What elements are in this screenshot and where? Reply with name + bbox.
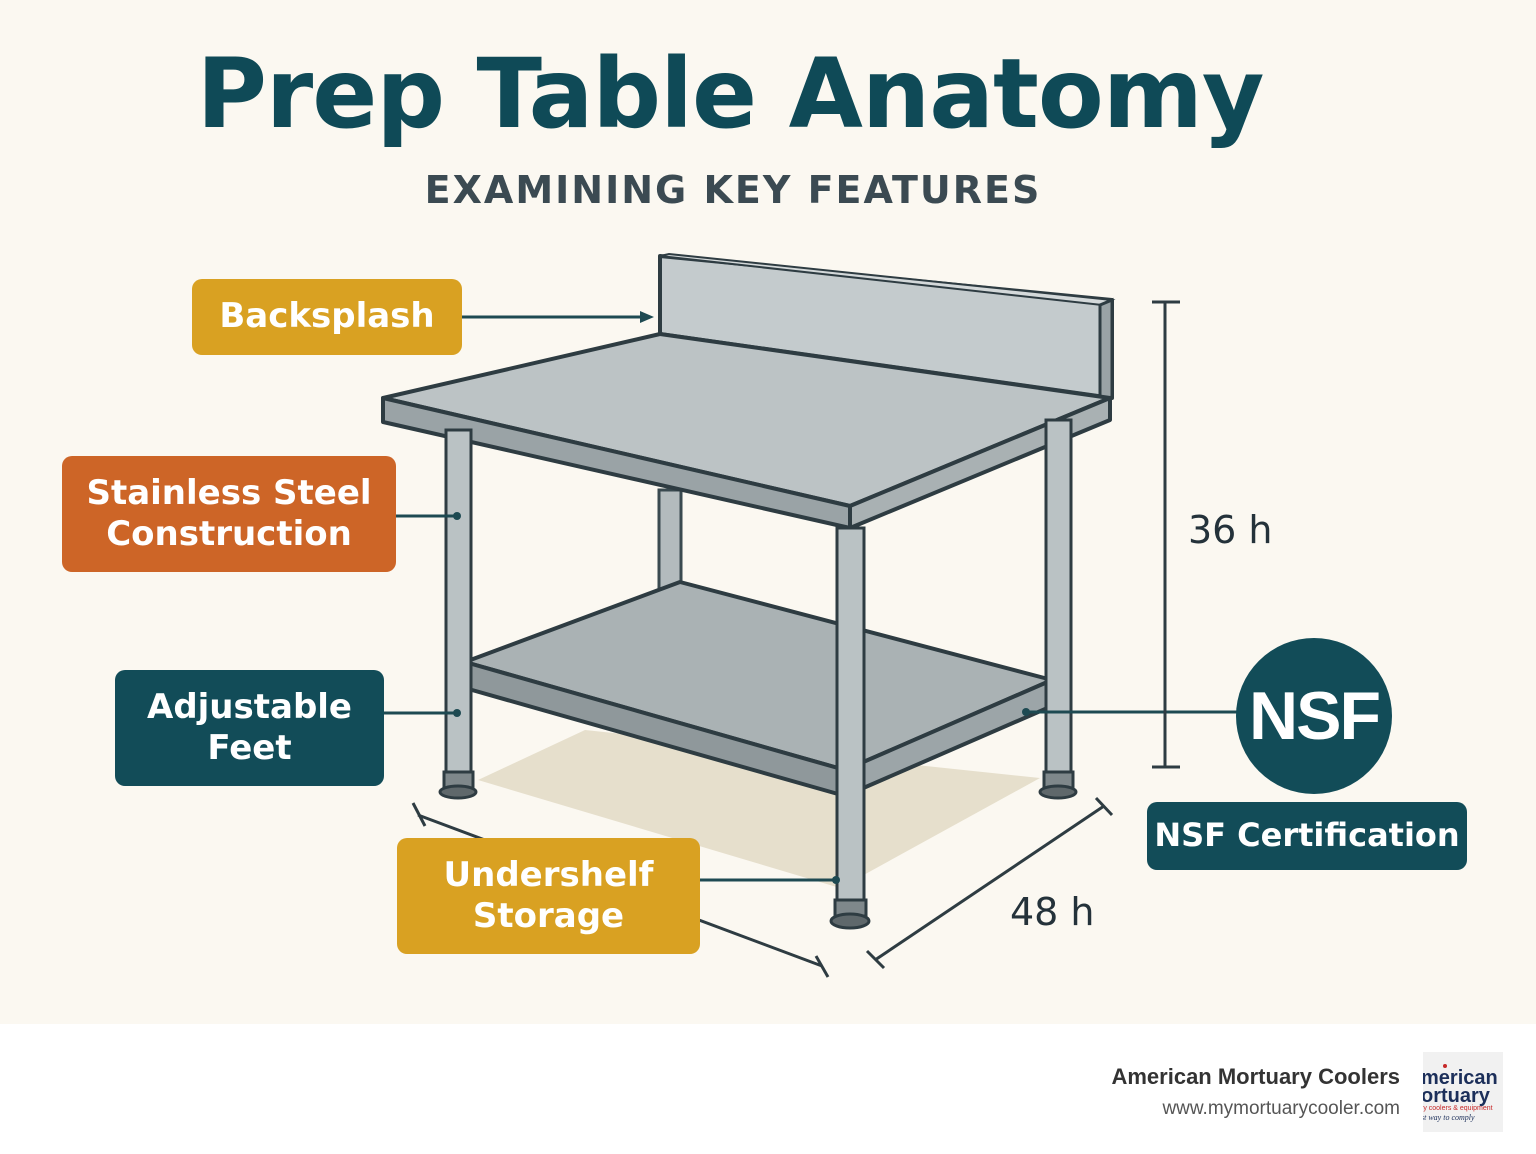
svg-text:merican: merican [1423,1067,1498,1089]
footer-company-name: American Mortuary Coolers [1111,1064,1400,1089]
page-subtitle: EXAMINING KEY FEATURES [424,168,1042,212]
adjustable-feet-callout: Adjustable Feet [115,670,384,786]
company-logo-graphic: merican ortuary ry coolers & equipment s… [1423,1052,1503,1132]
leader-lines [384,311,1238,884]
svg-text:ortuary: ortuary [1423,1085,1491,1107]
prep-table-illustration [381,252,1238,978]
front-right-leg [829,526,871,930]
backsplash-label: Backsplash [219,296,435,337]
nsf-badge-text: NSF [1249,678,1381,754]
nsf-certification-callout: NSF Certification [1147,802,1467,870]
back-right-leg [1038,418,1078,800]
undershelf-storage-label: Undershelf Storage [443,854,654,936]
undershelf-storage-callout: Undershelf Storage [397,838,700,954]
backsplash-callout: Backsplash [192,279,462,355]
footer-website-link[interactable]: www.mymortuarycooler.com [1162,1098,1400,1119]
stainless-steel-callout: Stainless Steel Construction [62,456,396,572]
company-logo: merican ortuary ry coolers & equipment s… [1423,1052,1503,1132]
stainless-steel-label: Stainless Steel Construction [86,472,372,554]
front-left-leg [438,428,478,800]
height-dimension-line [1152,300,1180,769]
nsf-certification-label: NSF Certification [1154,816,1460,855]
width-dimension-label: 48 h [1010,890,1095,934]
height-dimension-label: 36 h [1188,508,1273,552]
page-title: Prep Table Anatomy [196,38,1265,150]
infographic-canvas: Prep Table Anatomy EXAMINING KEY FEATURE… [0,0,1536,1024]
adjustable-feet-label: Adjustable Feet [147,686,352,768]
svg-text:st way to comply: st way to comply [1423,1113,1475,1122]
svg-text:ry coolers & equipment: ry coolers & equipment [1423,1105,1493,1112]
nsf-badge-icon: NSF [1236,638,1392,794]
